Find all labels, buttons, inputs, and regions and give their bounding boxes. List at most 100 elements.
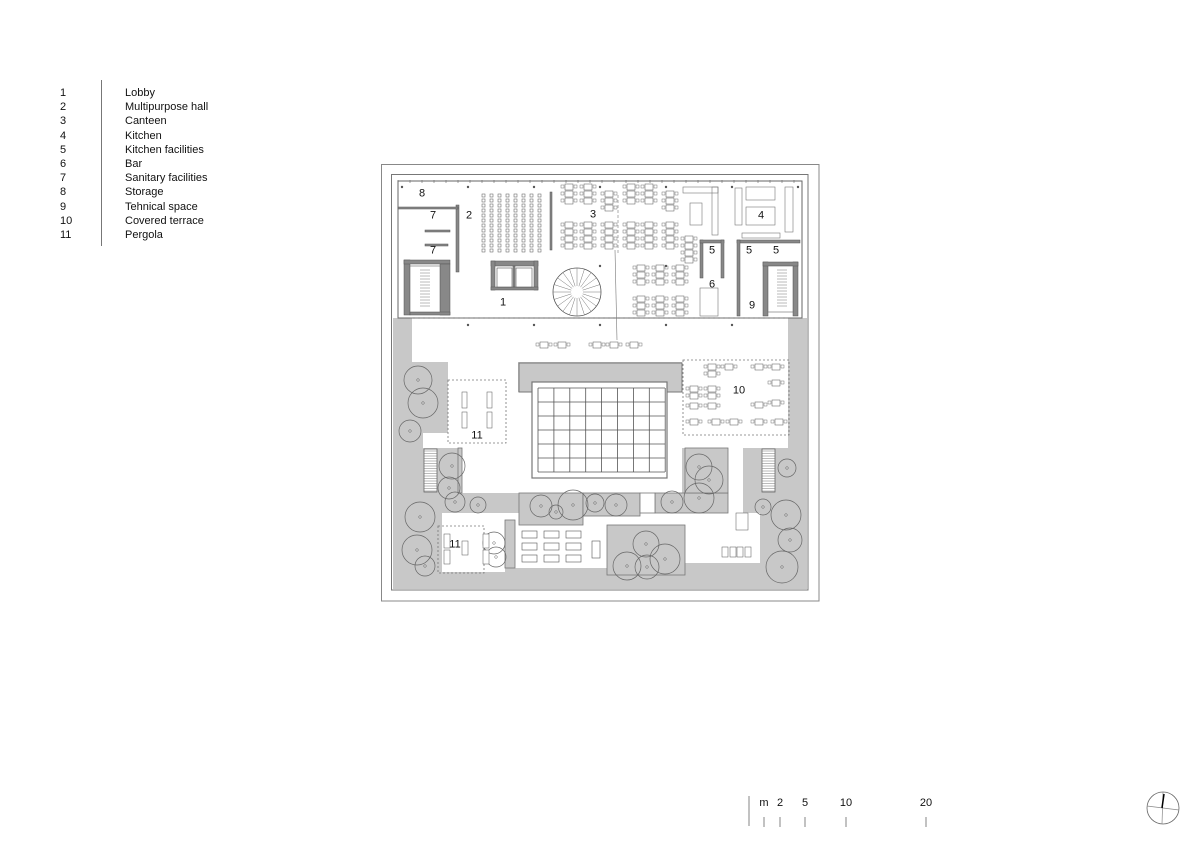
- legend-number: 8: [60, 186, 67, 199]
- legend-label: Lobby: [125, 87, 155, 99]
- pergola-bench: [461, 540, 469, 556]
- column: [466, 323, 470, 327]
- chair: [601, 342, 606, 347]
- chair: [703, 364, 708, 369]
- tree-trunk: [707, 478, 711, 482]
- chair: [767, 400, 772, 405]
- canteen-table: [675, 302, 685, 310]
- tree: [585, 493, 605, 513]
- tree: [398, 419, 422, 443]
- tree-trunk: [539, 504, 543, 508]
- chair: [684, 303, 689, 308]
- hall-chair: [489, 213, 494, 218]
- spiral-step: [562, 296, 574, 312]
- room-label: 6: [708, 278, 716, 291]
- tree-trunk: [416, 378, 420, 382]
- legend-number: 9: [60, 200, 67, 213]
- scale-tick-label: 20: [919, 797, 933, 809]
- chair: [720, 364, 725, 369]
- partition: [614, 249, 618, 341]
- stairwell: [409, 265, 441, 313]
- wall: [699, 239, 704, 279]
- canteen-table: [564, 235, 574, 243]
- hall-chair: [497, 218, 502, 223]
- chair: [613, 191, 618, 196]
- hall-chair: [513, 223, 518, 228]
- hall-chair: [529, 223, 534, 228]
- tree: [438, 452, 466, 480]
- chair: [579, 236, 584, 241]
- spiral-step: [581, 277, 597, 289]
- tree: [765, 550, 799, 584]
- chair: [560, 198, 565, 203]
- chair: [664, 296, 669, 301]
- chair: [780, 364, 785, 369]
- chair: [573, 243, 578, 248]
- spiral-step: [578, 297, 585, 315]
- chair: [600, 222, 605, 227]
- paved-area: [442, 525, 505, 572]
- canteen-table: [707, 402, 717, 410]
- hall-chair: [537, 203, 542, 208]
- spiral-step: [569, 297, 576, 315]
- canteen-table: [604, 197, 614, 205]
- pergola-bench: [482, 549, 490, 565]
- hall-chair: [497, 243, 502, 248]
- chair: [763, 419, 768, 424]
- chair: [674, 222, 679, 227]
- canteen-table: [771, 363, 781, 371]
- planter: [654, 492, 729, 514]
- chair: [592, 198, 597, 203]
- chair: [685, 393, 690, 398]
- tree: [437, 476, 461, 500]
- chair: [600, 191, 605, 196]
- tree-trunk: [614, 503, 618, 507]
- chair: [645, 265, 650, 270]
- chair: [671, 296, 676, 301]
- stairwell: [767, 265, 794, 313]
- wall: [397, 206, 459, 210]
- column: [598, 264, 602, 268]
- hall-chair: [537, 198, 542, 203]
- tree-trunk: [421, 401, 425, 405]
- chair: [674, 191, 679, 196]
- kitchen-counter: [784, 186, 794, 233]
- legend-number: 6: [60, 158, 67, 170]
- hall-chair: [505, 198, 510, 203]
- column: [532, 323, 536, 327]
- tree-trunk: [670, 500, 674, 504]
- canteen-table: [636, 295, 646, 303]
- legend-number: 10: [60, 214, 73, 227]
- hall-chair: [537, 243, 542, 248]
- chair: [645, 279, 650, 284]
- legend-label: Bar: [125, 158, 143, 170]
- chair: [600, 236, 605, 241]
- canteen-table: [665, 190, 675, 198]
- hall-chair: [537, 218, 542, 223]
- spiral-step: [580, 272, 592, 288]
- room-label: 11: [449, 538, 461, 551]
- pergola-outline: [437, 525, 485, 574]
- chair: [560, 184, 565, 189]
- hall-chair: [529, 203, 534, 208]
- spiral-step: [582, 293, 600, 300]
- tree-trunk: [408, 429, 412, 433]
- scale-tick-label: 5: [801, 797, 809, 809]
- hall-chair: [529, 193, 534, 198]
- hall-chair: [537, 238, 542, 243]
- spiral-step: [569, 269, 576, 287]
- hall-chair: [489, 228, 494, 233]
- wall: [490, 286, 539, 291]
- pergola-outline: [447, 379, 507, 444]
- canteen-table: [564, 221, 574, 229]
- chair: [573, 198, 578, 203]
- tree: [557, 489, 589, 521]
- chair: [716, 371, 721, 376]
- chair: [613, 205, 618, 210]
- pergola-bench: [443, 549, 451, 565]
- hall-chair: [505, 203, 510, 208]
- canteen-table: [564, 197, 574, 205]
- chair: [579, 198, 584, 203]
- chair: [635, 184, 640, 189]
